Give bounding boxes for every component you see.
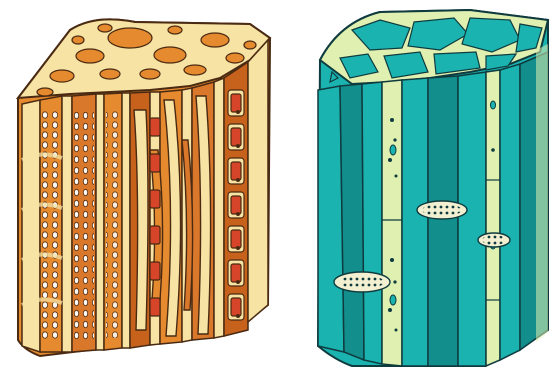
xylem-pit-field-2 [74,110,94,342]
phloem-side-highlight [536,44,548,342]
phloem-sieve-plate-1 [417,201,467,219]
xylem-block [18,19,270,356]
phloem-sieve-plate-2 [478,233,510,247]
phloem-sieve-plate-3 [334,272,390,292]
phloem-block [318,10,548,366]
xylem-pit-field-1 [42,110,60,340]
xylem-pit-field-3 [106,110,120,338]
